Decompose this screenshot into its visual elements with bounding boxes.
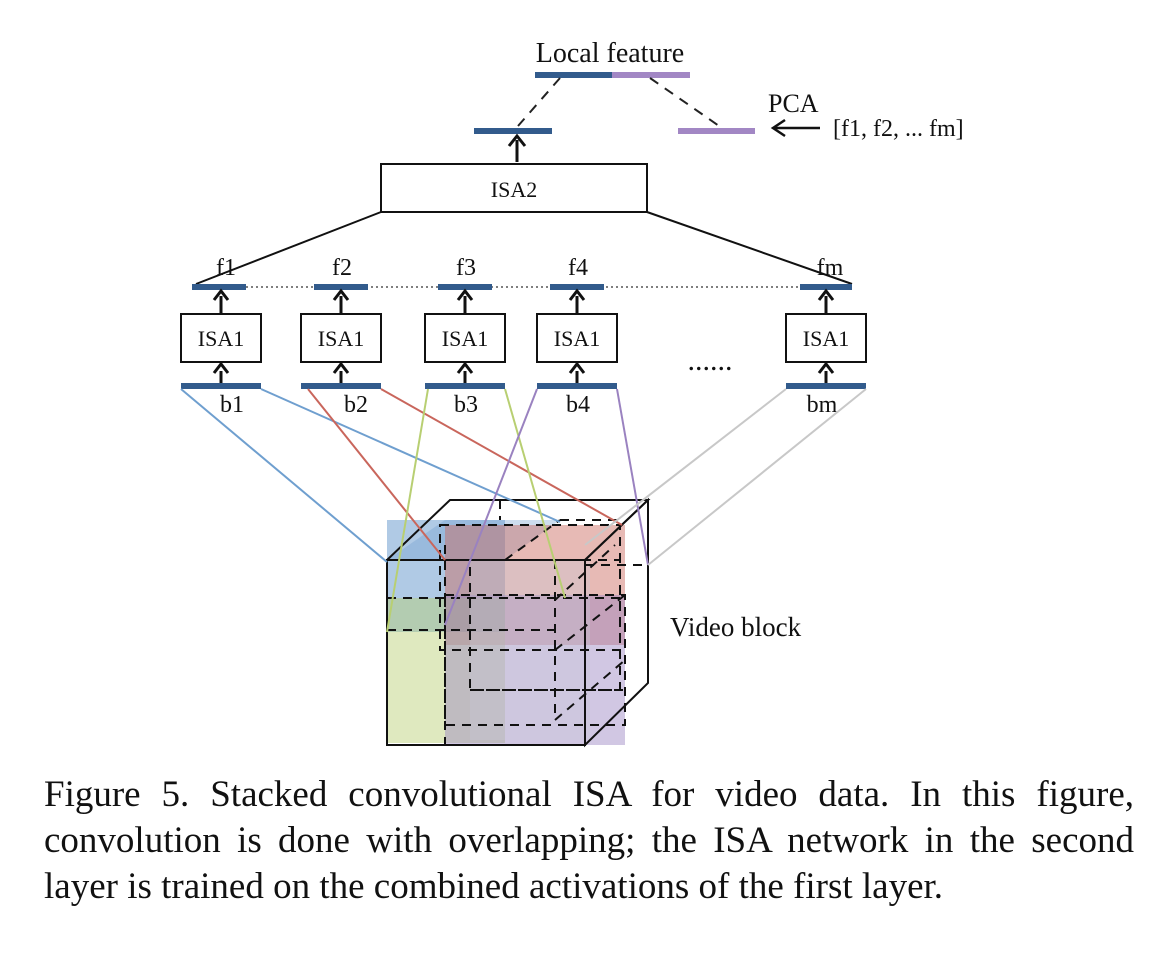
f-label: fm <box>817 255 844 281</box>
isa1-label: ISA1 <box>198 326 244 351</box>
pca-input-label: [f1, f2, ... fm] <box>833 116 964 142</box>
units-ellipsis: ...... <box>688 344 733 377</box>
isa2-fan-right <box>646 211 853 285</box>
f-label: f3 <box>456 255 476 281</box>
b-label: b4 <box>566 392 590 418</box>
isa1-unit-m: fm ISA1 bm <box>785 255 867 418</box>
figure-caption: Figure 5. Stacked convolutional ISA for … <box>44 774 1134 907</box>
connections <box>180 388 867 633</box>
isa1-box <box>180 313 262 363</box>
local-feature-label: Local feature <box>536 38 684 69</box>
video-block-label: Video block <box>670 612 802 642</box>
f-label: f4 <box>568 255 588 281</box>
b-label: bm <box>807 392 838 418</box>
isa1-box <box>536 313 618 363</box>
isa1-label: ISA1 <box>442 326 488 351</box>
f-label: f2 <box>332 255 352 281</box>
isa1-unit-3: f3 ISA1 b3 <box>424 255 506 418</box>
video-block <box>384 497 651 748</box>
b-label: b3 <box>454 392 478 418</box>
f-label: f1 <box>216 255 236 281</box>
cube-side-face <box>584 497 649 748</box>
dashed-link-right <box>649 77 723 129</box>
b-label: b1 <box>220 392 244 418</box>
isa2-fan-left <box>195 211 382 285</box>
isa1-box <box>785 313 867 363</box>
isa1-label: ISA1 <box>318 326 364 351</box>
isa2-label: ISA2 <box>491 177 537 202</box>
isa1-box <box>300 313 382 363</box>
isa1-unit-4: f4 ISA1 b4 <box>536 255 618 418</box>
isa1-box <box>424 313 506 363</box>
isa1-unit-1: f1 ISA1 b1 <box>180 255 262 418</box>
isa1-unit-2: f2 ISA1 b2 <box>300 255 382 418</box>
dashed-link-left <box>517 77 561 127</box>
isa1-label: ISA1 <box>803 326 849 351</box>
pca-label: PCA <box>768 89 819 118</box>
isa1-label: ISA1 <box>554 326 600 351</box>
b-label: b2 <box>344 392 368 418</box>
isa2-box <box>380 163 648 213</box>
